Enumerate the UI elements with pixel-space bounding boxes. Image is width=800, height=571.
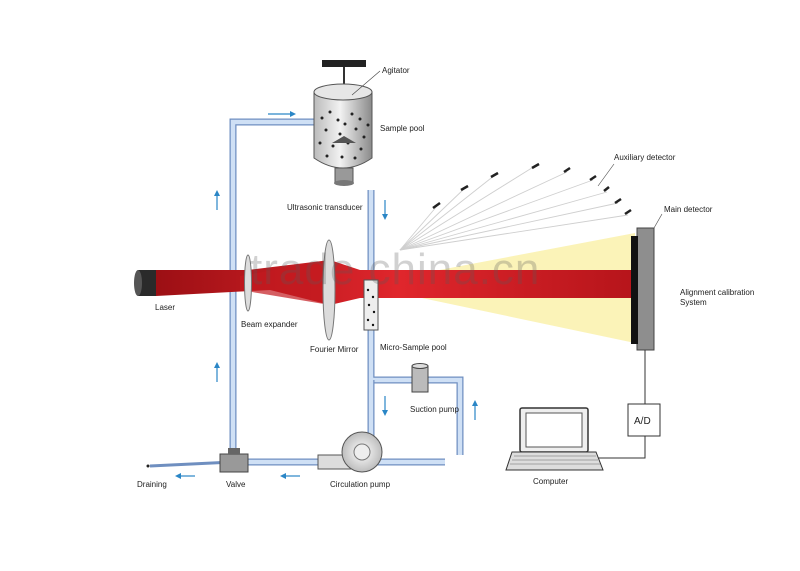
label-micro-sample-pool: Micro-Sample pool — [380, 343, 447, 352]
label-alignment-calibration: Alignment calibration — [680, 288, 754, 297]
valve — [219, 453, 249, 473]
label-computer: Computer — [533, 477, 568, 486]
leader-lines — [351, 70, 663, 229]
suction-pump — [411, 365, 429, 393]
beam-expander-lens — [244, 254, 252, 312]
sample-pool-tank — [313, 60, 373, 186]
auxiliary-detector-lines — [399, 165, 629, 251]
label-circulation-pump: Circulation pump — [330, 480, 391, 489]
computer — [505, 407, 604, 471]
auxiliary-detectors — [432, 162, 632, 216]
main-detector — [631, 236, 638, 344]
circulation-pump — [317, 431, 383, 473]
ad-converter — [627, 403, 661, 437]
label-main-detector: Main detector — [664, 205, 713, 214]
label-sample-pool: Sample pool — [380, 124, 425, 133]
label-ultrasonic-transducer: Ultrasonic transducer — [287, 203, 363, 212]
label-laser: Laser — [155, 303, 175, 312]
label-agitator: Agitator — [382, 66, 410, 75]
label-fourier-mirror: Fourier Mirror — [310, 345, 359, 354]
laser-body — [138, 270, 156, 296]
label-draining: Draining — [137, 480, 167, 489]
flow-arrows — [175, 111, 478, 479]
fourier-lens — [322, 239, 336, 341]
label-valve: Valve — [226, 480, 246, 489]
micro-sample-pool — [363, 279, 379, 331]
label-beam-expander: Beam expander — [241, 320, 298, 329]
label-ad: A/D — [634, 416, 651, 427]
main-detector-housing — [636, 227, 655, 351]
label-suction-pump: Suction pump — [410, 405, 459, 414]
label-alignment-system: System — [680, 298, 707, 307]
label-auxiliary-detector: Auxiliary detector — [614, 153, 676, 162]
